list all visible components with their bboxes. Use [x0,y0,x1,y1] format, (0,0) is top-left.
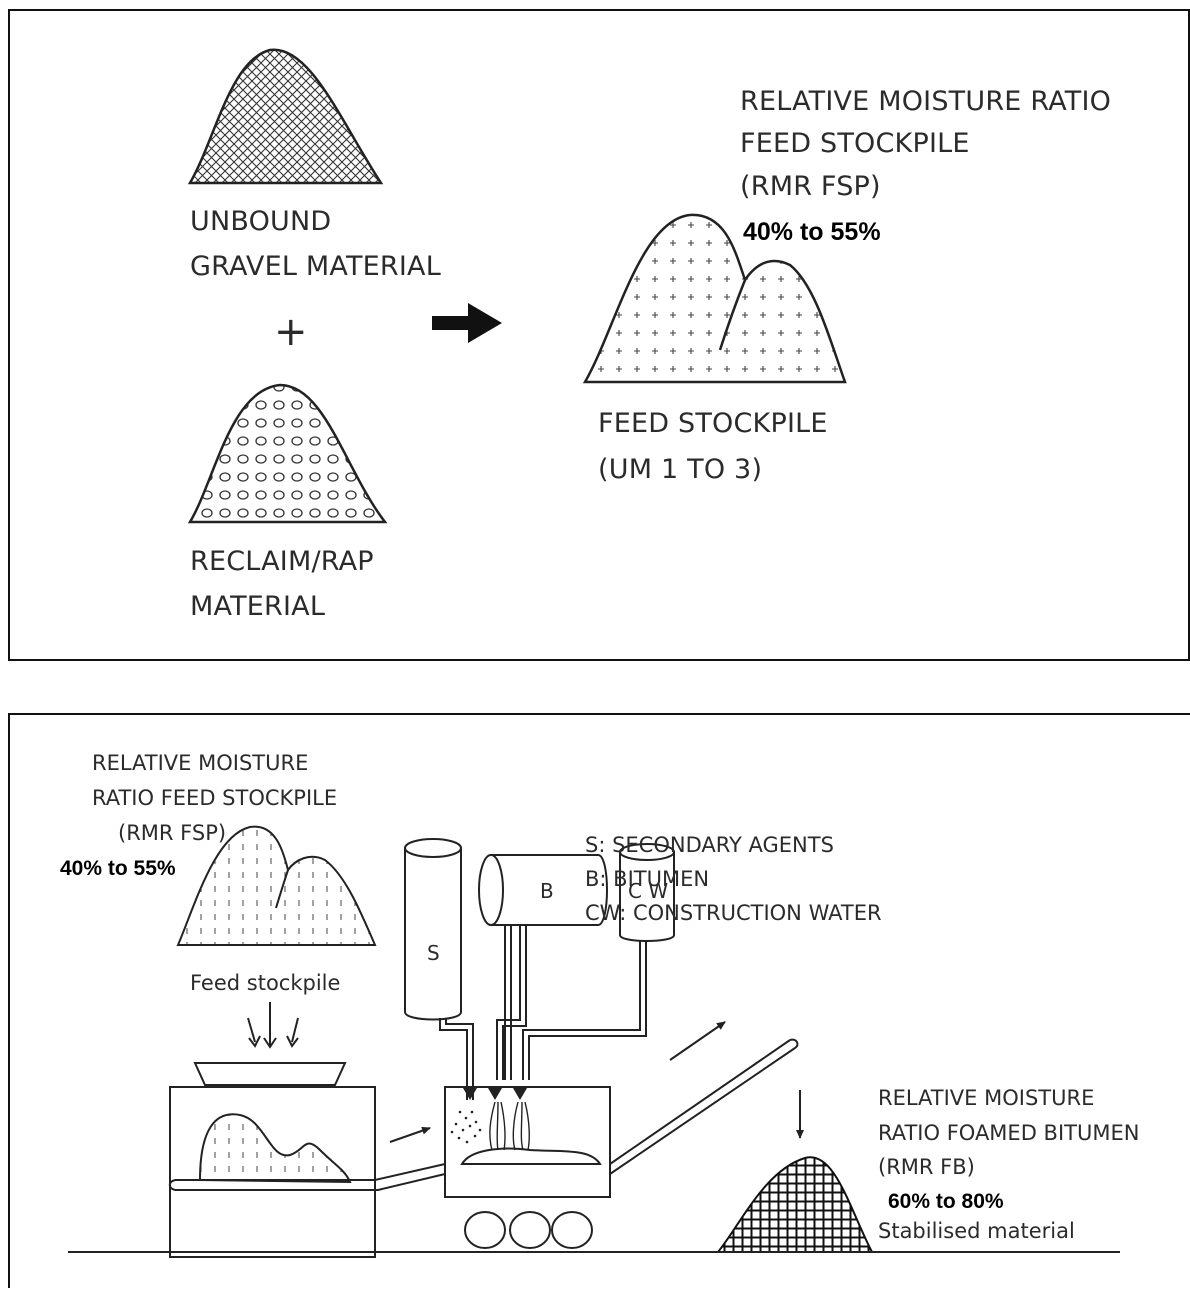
stabilised-material-label: Stabilised material [878,1219,1075,1243]
unbound-label-1: UNBOUND [190,206,331,237]
fb-rmr-label-2: RATIO FOAMED BITUMEN [878,1121,1139,1145]
tank-s-label: S [427,941,440,965]
conveyor-arrow-2 [669,1021,726,1061]
mixer-unit [444,1086,611,1198]
tank-b-label: B [540,879,554,903]
feed-stockpile-mound [582,213,847,384]
feed-stockpile-divider [718,279,747,351]
fb-rmr-label-1: RELATIVE MOISTURE [878,1086,1094,1110]
feed-rmr-label-3: (RMR FSP) [118,821,226,845]
legend-construction-water: CW: CONSTRUCTION WATER [585,901,882,925]
unbound-gravel-mound [187,48,384,185]
feed-stockpile-caption: Feed stockpile [190,971,340,995]
feed-rmr-label-2: RATIO FEED STOCKPILE [92,786,337,810]
feed-stockpile-label-2: (UM 1 TO 3) [598,454,762,485]
bottom-panel-border [8,713,1190,1288]
reclaim-rap-mound [187,383,388,524]
reclaim-label-1: RECLAIM/RAP [190,546,374,577]
rmr-range: 40% to 55% [743,218,881,246]
rmr-label-3: (RMR FSP) [740,171,881,202]
unbound-label-2: GRAVEL MATERIAL [190,251,441,282]
legend-secondary-agents: S: SECONDARY AGENTS [585,833,834,857]
tank-s: S [404,838,462,1021]
conveyor-arrow-1 [389,1126,431,1143]
reclaim-label-2: MATERIAL [190,591,325,622]
small-mound-divider [275,869,289,909]
tank-b: B [478,854,608,926]
top-panel-border [8,9,1190,661]
mixer-material [460,1147,602,1165]
hopper [193,1062,347,1086]
pipe-arrows [463,1088,527,1100]
fb-rmr-range: 60% to 80% [888,1190,1004,1213]
secondary-agent-spray [450,1110,482,1144]
feed-arrows [247,1002,299,1049]
mixer-wheels [464,1211,593,1249]
feeder-material [198,1113,352,1184]
tank-cw-label: C W [628,879,668,903]
feed-rmr-label-1: RELATIVE MOISTURE [92,751,308,775]
rmr-label-1: RELATIVE MOISTURE RATIO [740,86,1111,117]
feed-rmr-range: 40% to 55% [60,857,176,880]
tank-cw: C W [619,843,675,942]
feed-pipes [439,925,647,1100]
plus-sign: + [274,309,308,355]
feed-stockpile-small-mound [176,825,377,946]
spray-marks [489,1101,530,1151]
legend-bitumen: B: BITUMEN [585,867,709,891]
feed-stockpile-label-1: FEED STOCKPILE [598,408,828,439]
stabilised-material-mound [715,1156,874,1253]
discharge-conveyor [609,1038,799,1175]
fb-rmr-label-3: (RMR FB) [878,1155,975,1179]
rmr-label-2: FEED STOCKPILE [740,128,970,159]
right-arrow-icon [432,303,502,343]
